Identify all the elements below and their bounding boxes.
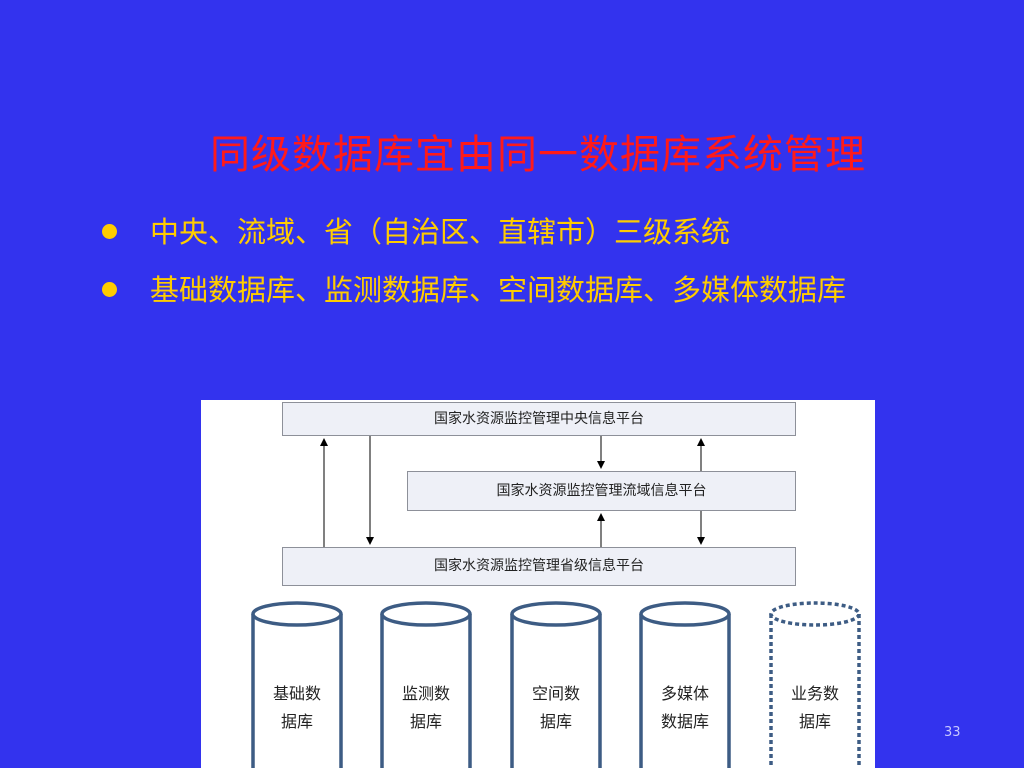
basin-platform-box: 国家水资源监控管理流域信息平台 xyxy=(407,471,796,511)
database-label: 空间数 据库 xyxy=(511,680,601,736)
diagram-connectors xyxy=(251,436,861,768)
database-label: 监测数 据库 xyxy=(381,680,471,736)
database-label-line: 空间数 xyxy=(531,684,580,703)
page-number: 33 xyxy=(944,725,961,740)
database-label-line: 据库 xyxy=(280,712,313,731)
database-label-line: 基础数 xyxy=(272,684,321,703)
database-label: 业务数 据库 xyxy=(770,680,860,736)
database-label-line: 据库 xyxy=(798,712,831,731)
bullet-dot-icon xyxy=(102,224,117,239)
architecture-diagram: 国家水资源监控管理中央信息平台 国家水资源监控管理流域信息平台 国家水资源监控管… xyxy=(201,400,875,768)
database-cylinder-icon xyxy=(251,601,343,768)
database-label-line: 数据库 xyxy=(660,712,709,731)
database-label-line: 监测数 xyxy=(401,684,450,703)
provincial-platform-box: 国家水资源监控管理省级信息平台 xyxy=(282,547,796,586)
database-cylinder-icon xyxy=(380,601,472,768)
database-label-line: 业务数 xyxy=(790,684,839,703)
bullet-text: 基础数据库、监测数据库、空间数据库、多媒体数据库 xyxy=(150,273,847,307)
central-platform-box: 国家水资源监控管理中央信息平台 xyxy=(282,402,796,436)
slide-title: 同级数据库宜由同一数据库系统管理 xyxy=(210,132,866,178)
database-label-line: 据库 xyxy=(539,712,572,731)
database-label-line: 据库 xyxy=(409,712,442,731)
bullet-text: 中央、流域、省（自治区、直辖市）三级系统 xyxy=(150,215,731,249)
database-label: 多媒体 数据库 xyxy=(640,680,730,736)
bullet-dot-icon xyxy=(102,282,117,297)
database-cylinder-dashed-icon xyxy=(769,601,861,768)
database-label-line: 多媒体 xyxy=(660,684,709,703)
database-cylinder-icon xyxy=(510,601,602,768)
database-cylinder-icon xyxy=(639,601,731,768)
database-label: 基础数 据库 xyxy=(252,680,342,736)
